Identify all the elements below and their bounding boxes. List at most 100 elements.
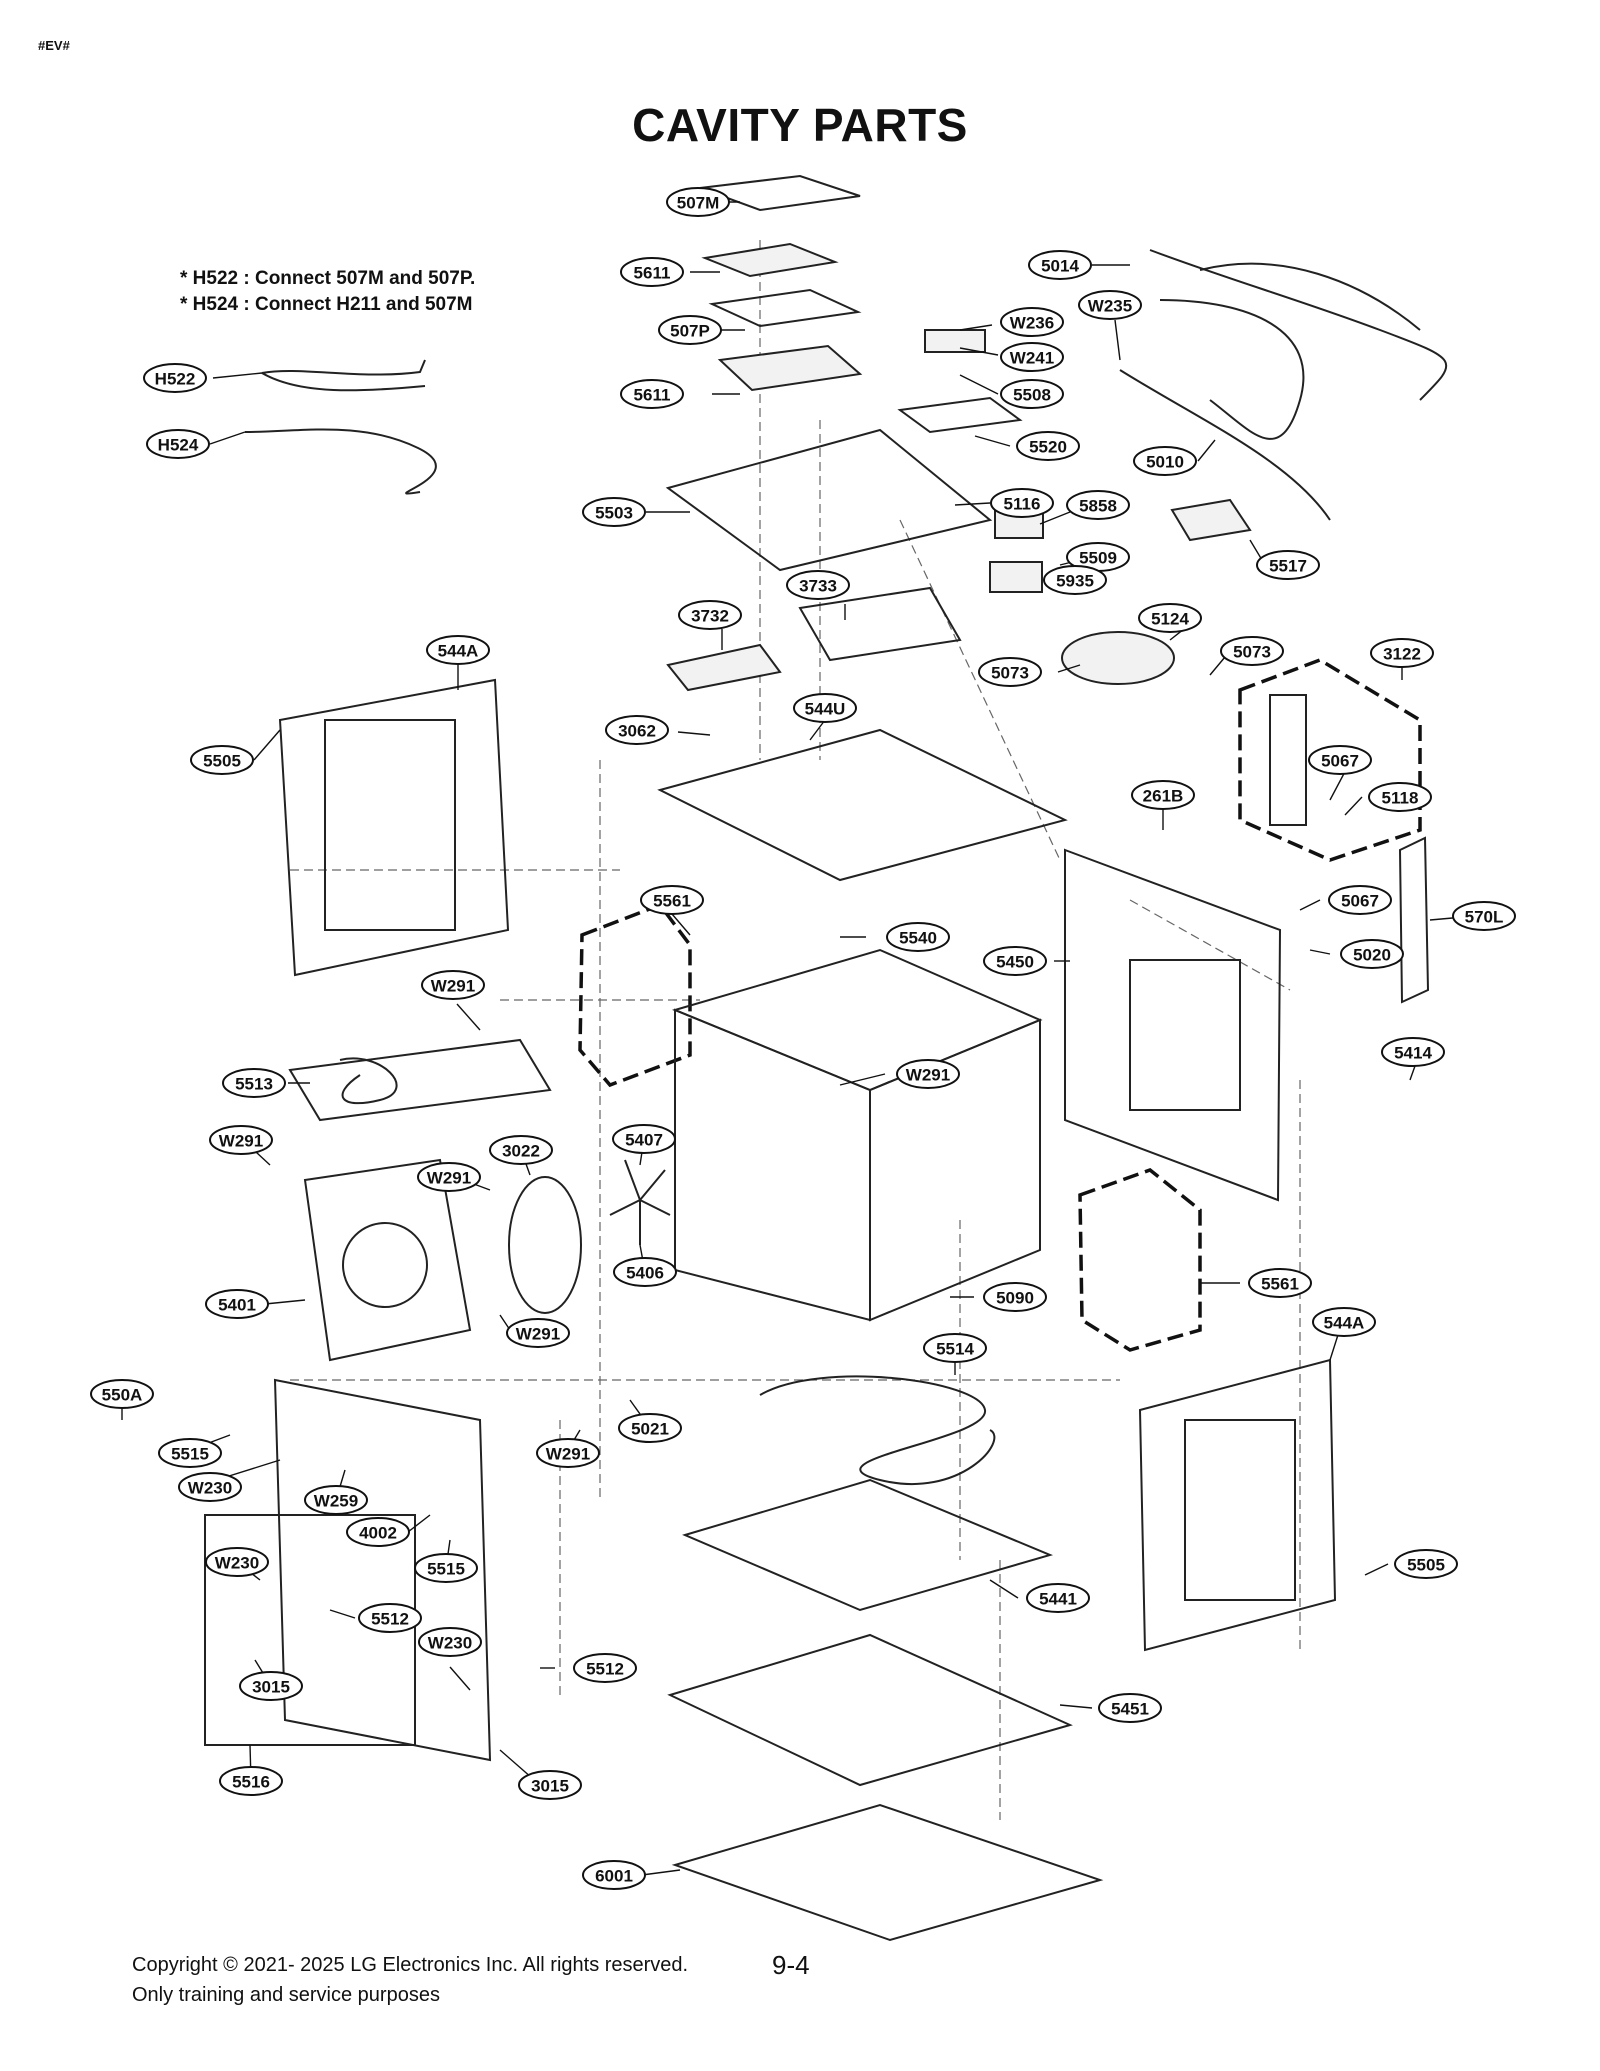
callout-bubble (618, 1413, 682, 1443)
callout-label: 5067 (1321, 752, 1359, 771)
part-callout: 5512 (358, 1603, 422, 1633)
callout-label: 5503 (595, 504, 633, 523)
callout-bubble (421, 970, 485, 1000)
callout-bubble (358, 1603, 422, 1633)
callout-bubble (426, 635, 490, 665)
callout-label: 6001 (595, 1867, 633, 1886)
part-callout: W235 (1078, 290, 1142, 320)
callout-bubble (896, 1059, 960, 1089)
callout-bubble (613, 1257, 677, 1287)
callout-label: 570L (1465, 908, 1504, 927)
callout-label: W291 (546, 1445, 590, 1464)
callout-label: 5858 (1079, 497, 1117, 516)
callout-bubble (678, 600, 742, 630)
callout-label: 3022 (502, 1142, 540, 1161)
part-callout: 3015 (239, 1671, 303, 1701)
part-callout: 6001 (582, 1860, 646, 1890)
part-callout: 5517 (1256, 550, 1320, 580)
part-callout: 5407 (612, 1124, 676, 1154)
callout-bubble (190, 745, 254, 775)
part-callout: 550A (90, 1379, 154, 1409)
callout-bubble (1066, 490, 1130, 520)
callout-bubble (143, 363, 207, 393)
callout-label: 261B (1143, 787, 1184, 806)
part-callout: 5515 (158, 1438, 222, 1468)
part-callout: 5067 (1308, 745, 1372, 775)
callout-label: H522 (155, 370, 196, 389)
part-callout: 3062 (605, 715, 669, 745)
callout-bubble (1248, 1268, 1312, 1298)
part-callout: W291 (421, 970, 485, 1000)
part-callout: 5073 (978, 657, 1042, 687)
callout-bubble (983, 946, 1047, 976)
callout-label: 5512 (371, 1610, 409, 1629)
part-callout: W291 (417, 1162, 481, 1192)
callout-label: W230 (188, 1479, 232, 1498)
callout-label: 5090 (996, 1289, 1034, 1308)
callout-label: 5935 (1056, 572, 1094, 591)
part-callout: 5441 (1026, 1583, 1090, 1613)
callout-label: 5020 (1353, 946, 1391, 965)
callout-bubble (620, 257, 684, 287)
callout-label: 3732 (691, 607, 729, 626)
callout-bubble (414, 1553, 478, 1583)
part-callout: 5508 (1000, 379, 1064, 409)
part-callout: W291 (896, 1059, 960, 1089)
callout-bubble (1078, 290, 1142, 320)
callout-bubble (506, 1318, 570, 1348)
callout-bubble (1028, 250, 1092, 280)
callout-label: 5073 (991, 664, 1029, 683)
callout-bubble (205, 1289, 269, 1319)
callout-label: 544A (1324, 1314, 1365, 1333)
callout-label: 3733 (799, 577, 837, 596)
callout-bubble (219, 1766, 283, 1796)
callout-label: 5509 (1079, 549, 1117, 568)
part-callout: 5406 (613, 1257, 677, 1287)
callout-label: 5561 (1261, 1275, 1299, 1294)
callout-label: 544A (438, 642, 479, 661)
callout-bubble (990, 488, 1054, 518)
callout-label: W230 (215, 1554, 259, 1573)
callout-label: 5540 (899, 929, 937, 948)
part-callout: 3022 (489, 1135, 553, 1165)
part-callout: 5503 (582, 497, 646, 527)
callout-bubble (1138, 603, 1202, 633)
part-callout: 5540 (886, 922, 950, 952)
part-callout: W230 (178, 1472, 242, 1502)
callout-label: W291 (516, 1325, 560, 1344)
callout-label: 5014 (1041, 257, 1079, 276)
callout-bubble (346, 1517, 410, 1547)
callout-bubble (1220, 636, 1284, 666)
part-callout: H524 (146, 429, 210, 459)
note-h522: * H522 : Connect 507M and 507P. (180, 268, 476, 289)
part-callout: 5935 (1043, 565, 1107, 595)
part-callout: 5020 (1340, 939, 1404, 969)
callout-label: 5512 (586, 1660, 624, 1679)
callout-label: 3015 (531, 1777, 569, 1796)
part-callouts: 507M5611507P561155035014W235W236W2415508… (90, 187, 1516, 1890)
part-callout: 507P (658, 315, 722, 345)
purpose-text: Only training and service purposes (132, 1984, 440, 2006)
callout-bubble (1256, 550, 1320, 580)
callout-label: W291 (427, 1169, 471, 1188)
callout-bubble (582, 1860, 646, 1890)
callout-label: W259 (314, 1492, 358, 1511)
part-callout: W230 (418, 1627, 482, 1657)
callout-bubble (1312, 1307, 1376, 1337)
part-callout: 5010 (1133, 446, 1197, 476)
callout-bubble (209, 1125, 273, 1155)
callout-bubble (1340, 939, 1404, 969)
assembly-guide-lines (290, 240, 1301, 1820)
part-callout: 261B (1131, 780, 1195, 810)
callout-label: 5010 (1146, 453, 1184, 472)
callout-bubble (1026, 1583, 1090, 1613)
callout-bubble (1308, 745, 1372, 775)
part-callout: 5515 (414, 1553, 478, 1583)
part-callout: 5451 (1098, 1693, 1162, 1723)
callout-bubble (605, 715, 669, 745)
callout-bubble (1000, 307, 1064, 337)
part-callout: 5512 (573, 1653, 637, 1683)
callout-label: W291 (431, 977, 475, 996)
callout-bubble (1328, 885, 1392, 915)
